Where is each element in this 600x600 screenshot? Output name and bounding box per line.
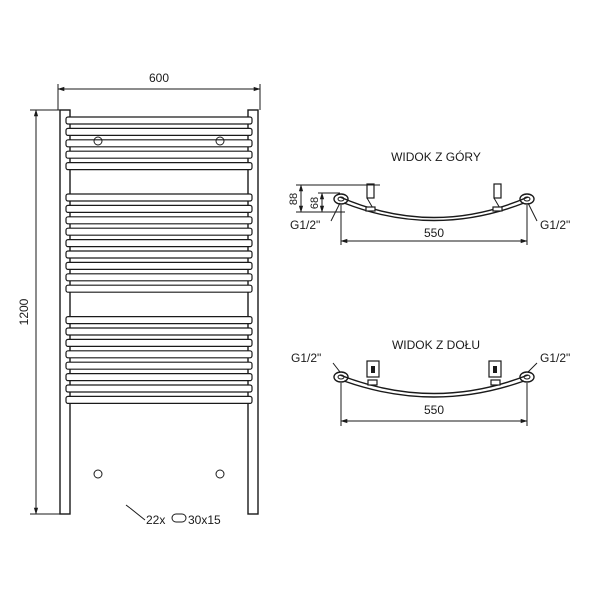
top-right-connector-callout: G1/2" (527, 202, 570, 232)
rail (65, 327, 253, 336)
rail (65, 273, 253, 282)
tube-spec-size: 30x15 (188, 513, 221, 527)
top-right-connector-label: G1/2" (540, 218, 570, 232)
bottom-left-connector (93, 469, 103, 479)
rail (65, 316, 253, 325)
bottom-left-connector-label: G1/2" (291, 351, 321, 365)
rail (65, 204, 253, 213)
left-collector (59, 109, 71, 515)
top-right-connector (215, 136, 225, 146)
bottom-span-label: 550 (424, 403, 444, 417)
bottom-view-title: WIDOK Z DOŁU (392, 338, 480, 352)
width-dimension: 600 (57, 71, 261, 110)
rail (65, 139, 253, 148)
bottom-left-connector-callout: G1/2" (291, 351, 341, 373)
top-span-dimension: 550 (340, 205, 528, 245)
tube-spec-count: 22x (146, 513, 165, 527)
height-dimension: 1200 (17, 109, 66, 515)
rail (65, 250, 253, 259)
rail (65, 261, 253, 270)
rail (65, 361, 253, 370)
bottom-right-connector-callout: G1/2" (527, 351, 570, 373)
rail (65, 227, 253, 236)
tube-spec-callout: 22x 30x15 (125, 504, 221, 527)
top-left-connector-label: G1/2" (290, 218, 320, 232)
front-view: 600 1200 22x (17, 71, 261, 527)
bottom-span-dimension: 550 (340, 383, 528, 426)
rail (65, 395, 253, 404)
top-left-connector-callout: G1/2" (290, 202, 341, 232)
rail (65, 150, 253, 159)
rail (65, 284, 253, 293)
bottom-left-end-cap (333, 371, 349, 383)
rail (65, 216, 253, 225)
rail (65, 373, 253, 382)
height-label: 1200 (17, 298, 31, 325)
rail (65, 239, 253, 248)
depth-inner-label: 68 (309, 197, 321, 209)
width-label: 600 (149, 71, 169, 85)
left-bracket (365, 183, 376, 212)
right-collector (247, 109, 259, 515)
top-view: WIDOK Z GÓRY 88 68 (288, 149, 570, 245)
bottom-right-end-cap (519, 371, 535, 383)
tube-profile-icon (171, 513, 187, 523)
rail (65, 162, 253, 171)
top-view-title: WIDOK Z GÓRY (391, 149, 481, 164)
left-end-cap (333, 193, 349, 205)
rails (65, 116, 253, 404)
rail (65, 127, 253, 136)
top-span-label: 550 (424, 226, 444, 240)
right-bracket (492, 183, 503, 212)
rail (65, 350, 253, 359)
bottom-right-connector (215, 469, 225, 479)
bottom-view: WIDOK Z DOŁU G1/2" G1/2" (291, 338, 570, 426)
bottom-right-connector-label: G1/2" (540, 351, 570, 365)
bottom-right-bracket (488, 360, 502, 386)
bottom-left-bracket (366, 360, 380, 386)
rail (65, 384, 253, 393)
right-end-cap (519, 193, 535, 205)
depth-outer-label: 88 (288, 193, 300, 205)
rail (65, 338, 253, 347)
depth-dimensions: 88 68 (288, 184, 380, 213)
top-left-connector (93, 136, 103, 146)
rail (65, 116, 253, 125)
rail (65, 193, 253, 202)
